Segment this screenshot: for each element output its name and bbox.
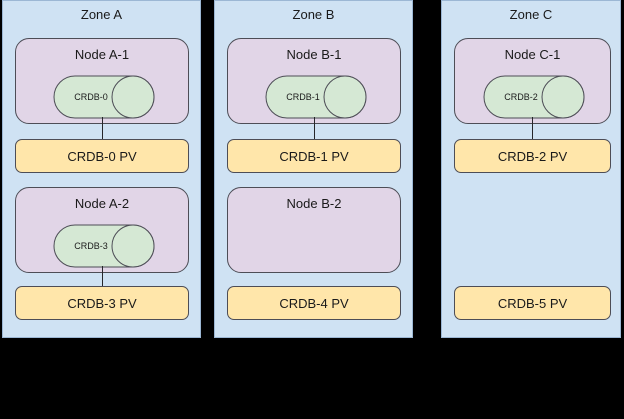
pv-crdb-4-label: CRDB-4 PV — [279, 295, 349, 311]
pv-crdb-0[interactable]: CRDB-0 PV — [15, 139, 189, 173]
cylinder-icon — [483, 75, 585, 119]
node-a-2-label: Node A-2 — [74, 196, 130, 211]
pv-crdb-1-label: CRDB-1 PV — [279, 148, 349, 164]
cylinder-icon — [53, 75, 155, 119]
connector-crdb-0 — [102, 117, 103, 139]
node-c-1[interactable]: Node C-1 CRDB-2 — [454, 38, 611, 124]
pod-crdb-3[interactable]: CRDB-3 — [53, 224, 155, 268]
pod-crdb-0[interactable]: CRDB-0 — [53, 75, 155, 119]
node-b-1-label: Node B-1 — [286, 47, 342, 62]
node-a-1-label: Node A-1 — [74, 47, 130, 62]
zone-b: Zone B Node B-1 CRDB-1 CRDB-1 PV Node B-… — [214, 0, 413, 338]
zone-b-label: Zone B — [292, 7, 335, 22]
pod-crdb-1[interactable]: CRDB-1 — [265, 75, 367, 119]
node-b-1[interactable]: Node B-1 CRDB-1 — [227, 38, 401, 124]
pv-crdb-2[interactable]: CRDB-2 PV — [454, 139, 611, 173]
pod-crdb-2[interactable]: CRDB-2 — [483, 75, 585, 119]
cylinder-icon — [265, 75, 367, 119]
pv-crdb-0-label: CRDB-0 PV — [67, 148, 137, 164]
zone-c-label: Zone C — [509, 7, 553, 22]
node-a-1[interactable]: Node A-1 CRDB-0 — [15, 38, 189, 124]
pv-crdb-3-label: CRDB-3 PV — [67, 295, 137, 311]
node-b-2-label: Node B-2 — [286, 196, 342, 211]
pv-crdb-2-label: CRDB-2 PV — [497, 148, 568, 164]
node-c-1-label: Node C-1 — [504, 47, 561, 62]
connector-crdb-1 — [314, 117, 315, 139]
connector-crdb-3 — [102, 266, 103, 287]
connector-crdb-2 — [532, 117, 533, 139]
pv-crdb-5[interactable]: CRDB-5 PV — [454, 286, 611, 320]
cylinder-icon — [53, 224, 155, 268]
zone-a-label: Zone A — [80, 7, 123, 22]
pv-crdb-3[interactable]: CRDB-3 PV — [15, 286, 189, 320]
pv-crdb-1[interactable]: CRDB-1 PV — [227, 139, 401, 173]
node-b-2[interactable]: Node B-2 — [227, 187, 401, 273]
zone-a: Zone A Node A-1 CRDB-0 CRDB-0 PV Node A-… — [2, 0, 201, 338]
pv-crdb-5-label: CRDB-5 PV — [497, 295, 568, 311]
node-a-2[interactable]: Node A-2 CRDB-3 — [15, 187, 189, 273]
pv-crdb-4[interactable]: CRDB-4 PV — [227, 286, 401, 320]
zone-c: Zone C Node C-1 CRDB-2 CRDB-2 PV CRDB-5 … — [441, 0, 621, 338]
